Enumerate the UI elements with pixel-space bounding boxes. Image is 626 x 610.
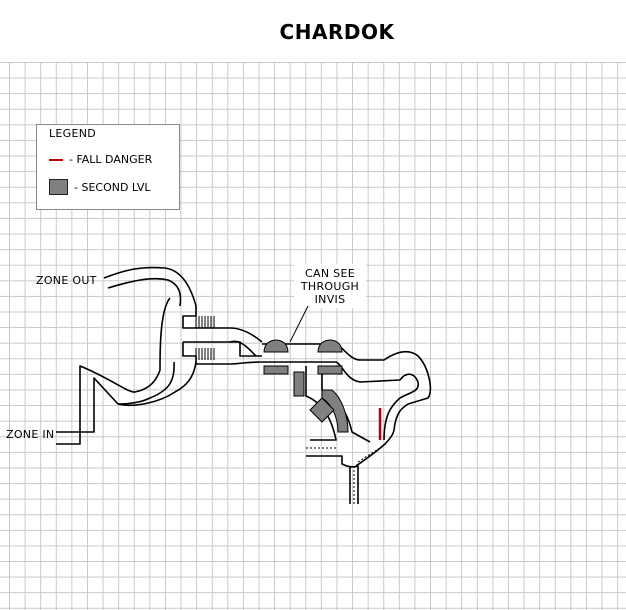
legend-heading: LEGEND — [49, 127, 97, 140]
lower-junction — [306, 455, 359, 504]
right-diagonal-outer — [355, 403, 409, 467]
callout-line-1: CAN SEE — [305, 267, 355, 280]
mid-corridor-top — [262, 343, 432, 405]
second-level-swatch — [49, 179, 68, 195]
mid-corridor-bottom — [262, 361, 420, 441]
legend-label-second-level: - SECOND LVL — [74, 180, 151, 194]
lower-room — [183, 340, 257, 357]
left-loop-outer — [56, 297, 171, 445]
second-level-t-stem — [293, 371, 305, 397]
zone-out-tunnel-upper — [103, 266, 197, 307]
legend-box: LEGEND - FALL DANGER - SECOND LVL — [36, 124, 180, 210]
lower-stairs — [195, 348, 215, 360]
second-level-diamond — [309, 397, 335, 423]
bottom-stairs — [306, 443, 387, 504]
left-loop-inner — [56, 361, 175, 433]
second-level-bar-right — [317, 365, 343, 375]
callout-background — [294, 264, 366, 308]
loop-return — [117, 361, 197, 407]
fall-danger-swatch — [49, 158, 63, 161]
legend-item-fall-danger: - FALL DANGER — [49, 153, 152, 166]
callout-line-2: THROUGH — [300, 280, 359, 293]
callout-line-3: INVIS — [315, 293, 346, 306]
upper-stairs — [195, 316, 215, 328]
second-level-bar-left — [263, 365, 289, 375]
map-title: CHARDOK — [279, 20, 395, 44]
legend-item-second-level: - SECOND LVL — [49, 179, 151, 195]
lower-room-2 — [182, 342, 263, 365]
legend-label-fall-danger: - FALL DANGER — [69, 153, 153, 166]
second-level-dome-left — [263, 339, 289, 353]
upper-room — [182, 306, 263, 343]
second-level-corridor — [321, 389, 349, 433]
label-zone-in: ZONE IN — [6, 428, 54, 441]
label-zone-out: ZONE OUT — [36, 274, 97, 287]
zone-out-tunnel-lower — [107, 277, 182, 307]
right-wall-top — [230, 341, 262, 357]
callout-pointer — [289, 305, 309, 343]
second-level-dome-right — [317, 339, 343, 353]
